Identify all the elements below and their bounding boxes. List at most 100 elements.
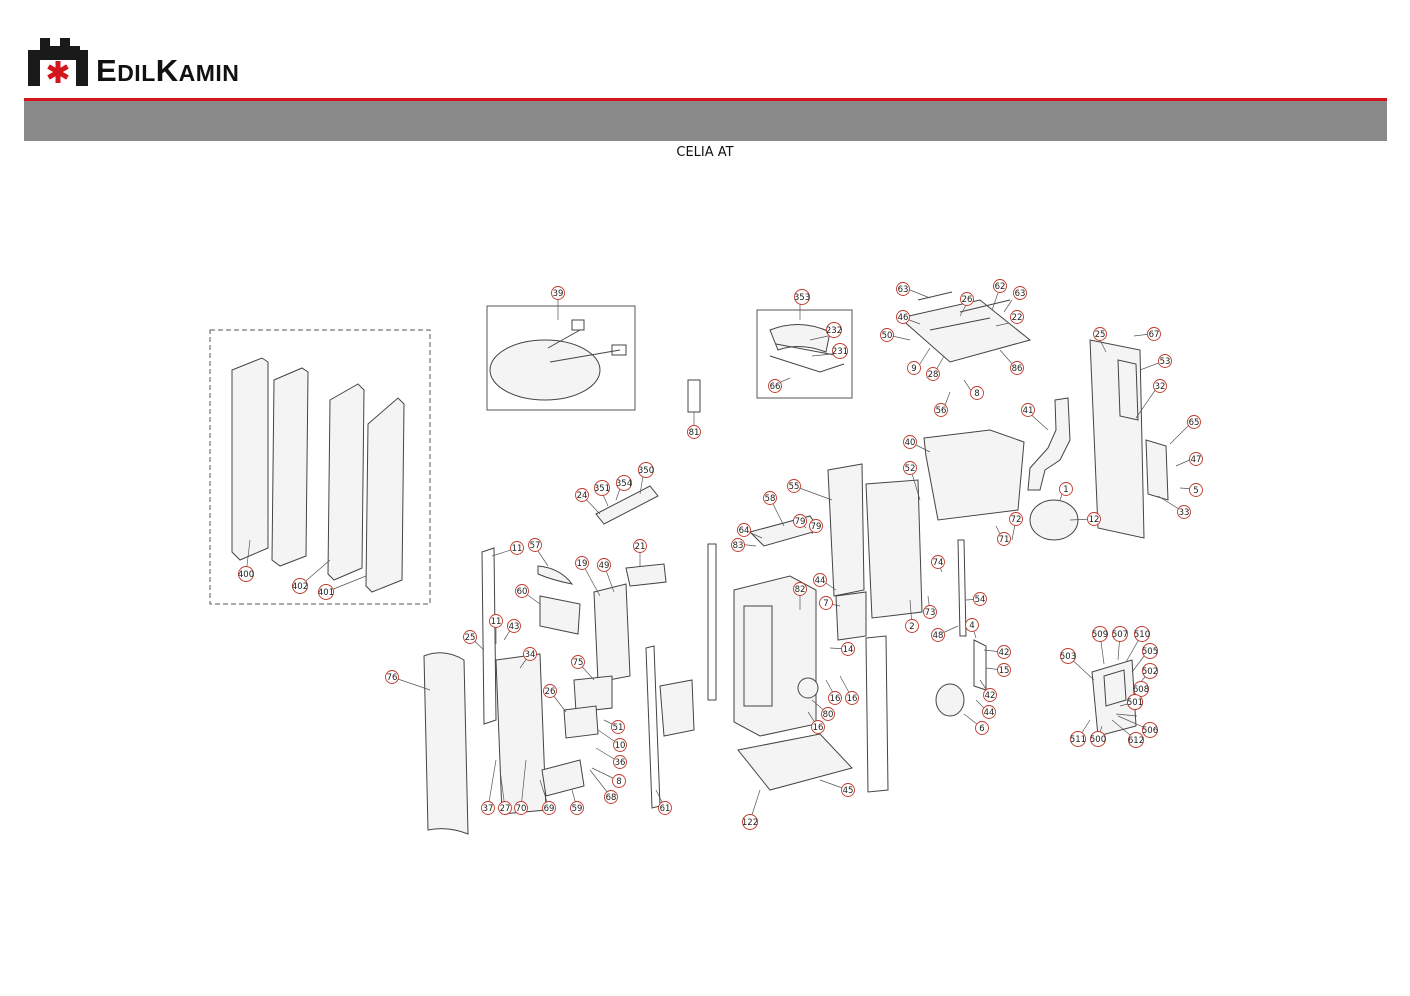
header-grey-band [24,101,1387,141]
callout-506: 506 [1142,722,1158,738]
callout-62: 62 [993,279,1007,293]
callout-label: 57 [530,541,541,551]
callout-353: 353 [794,289,810,305]
callout-label: 26 [962,295,973,305]
callout-11: 11 [489,614,503,628]
callout-label: 8 [974,389,979,399]
callout-56: 56 [934,403,948,417]
callout-ring [768,379,782,393]
callout-66: 66 [768,379,782,393]
callout-label: 60 [517,587,528,597]
callout-label: 79 [811,522,822,532]
callout-ring [982,705,996,719]
callout-label: 353 [794,293,810,303]
callout-label: 1 [1063,485,1068,495]
callout-label: 73 [925,608,936,618]
callout-ring [523,647,537,661]
callout-ring [934,403,948,417]
callout-label: 2 [909,622,914,632]
callout-label: 400 [238,570,254,580]
callout-ring [821,707,835,721]
callout-8: 8 [612,774,626,788]
logo-mark-icon [28,38,88,86]
callout-67: 67 [1147,327,1161,341]
callout-ring [616,475,632,491]
callout-ring [575,556,589,570]
callout-350: 350 [638,462,654,478]
callout-61: 61 [658,801,672,815]
callout-label: 70 [516,804,527,814]
callout-ring [828,691,842,705]
header-red-rule [24,98,1387,101]
callout-69: 69 [542,801,556,815]
callout-label: 16 [847,694,858,704]
callout-label: 25 [1095,330,1106,340]
callout-32: 32 [1153,379,1167,393]
callout-label: 74 [933,558,944,568]
callout-label: 42 [985,691,996,701]
callout-19: 19 [575,556,589,570]
callout-351: 351 [594,480,610,496]
callout-ring [1147,327,1161,341]
callout-511: 511 [1070,731,1086,747]
callout-label: 511 [1070,735,1086,745]
callout-ring [926,367,940,381]
callout-label: 401 [318,588,334,598]
callout-ring [975,721,989,735]
callout-ring [931,628,945,642]
callout-label: 55 [789,482,800,492]
callout-label: 232 [826,326,842,336]
brand-initial-k: K [155,53,179,88]
callout-501: 501 [1127,694,1143,710]
callout-label: 47 [1191,455,1202,465]
callout-label: 39 [553,289,564,299]
brand-initial-e: E [96,53,118,88]
callout-34: 34 [523,647,537,661]
callout-16: 16 [828,691,842,705]
model-title: CELIA AT [676,145,734,160]
callout-ring [819,596,833,610]
callout-ring [551,286,565,300]
callout-ring [1153,379,1167,393]
callout-ring [841,642,855,656]
callout-label: 52 [905,464,916,474]
callout-231: 231 [832,343,848,359]
callout-ring [1009,512,1023,526]
callout-6: 6 [975,721,989,735]
callout-label: 71 [999,535,1010,545]
callout-label: 44 [815,576,826,586]
callout-ring [1189,452,1203,466]
callout-64: 64 [737,523,751,537]
callout-63: 63 [896,282,910,296]
callout-ring [931,555,945,569]
callout-ring [1134,626,1150,642]
callout-58: 58 [763,491,777,505]
callout-21: 21 [633,539,647,553]
callout-label: 56 [936,406,947,416]
callout-ring [604,790,618,804]
callout-22: 22 [1010,310,1024,324]
callout-33: 33 [1177,505,1191,519]
callout-40: 40 [903,435,917,449]
callout-25: 25 [1093,327,1107,341]
callout-label: 79 [795,517,806,527]
callout-ring [1189,483,1203,497]
callout-7: 7 [819,596,833,610]
callout-ring [1060,648,1076,664]
callout-label: 86 [1012,364,1023,374]
callout-122: 122 [742,814,758,830]
callout-ring [923,605,937,619]
callout-44: 44 [982,705,996,719]
callout-ring [318,584,334,600]
callout-ring [1087,512,1101,526]
callout-label: 505 [1142,647,1158,657]
brand-wordmark: EDILKAMIN [96,55,239,86]
callout-74: 74 [931,555,945,569]
callout-label: 36 [615,758,626,768]
callout-label: 64 [739,526,750,536]
callout-label: 16 [830,694,841,704]
callout-ring [997,532,1011,546]
callout-ring [528,538,542,552]
